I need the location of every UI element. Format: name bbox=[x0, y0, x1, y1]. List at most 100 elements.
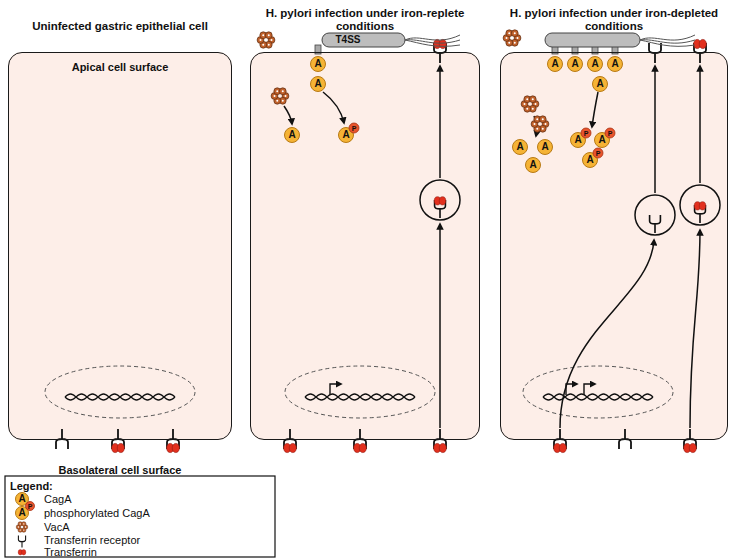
trafficking-arrow bbox=[323, 92, 344, 123]
nucleus-outline bbox=[45, 366, 195, 418]
vaca-subunit-dot bbox=[545, 123, 547, 125]
vaca-subunit-dot bbox=[276, 90, 278, 92]
vaca-subunit-dot bbox=[535, 103, 537, 105]
transferrin-receptor-group bbox=[167, 429, 180, 453]
cell-box: Uninfected gastric epithelial cell bbox=[8, 52, 232, 440]
vaca-toxin bbox=[257, 32, 275, 48]
transcription-arrow bbox=[330, 384, 341, 395]
vaca-toxin bbox=[271, 88, 289, 104]
transferrin bbox=[289, 443, 296, 452]
transcription-arrow bbox=[566, 384, 577, 395]
h-pylori-bacterium bbox=[545, 33, 640, 47]
vaca-subunit-dot bbox=[262, 34, 264, 36]
vaca-toxin bbox=[531, 116, 549, 132]
caga-letter: A bbox=[288, 130, 295, 140]
caga-letter: A bbox=[551, 59, 558, 69]
transferrin bbox=[172, 443, 179, 452]
flagellum bbox=[405, 35, 460, 40]
vaca-toxin bbox=[16, 522, 28, 533]
vaca-subunit-dot bbox=[20, 523, 21, 524]
phosphate-group bbox=[26, 502, 35, 511]
trafficking-arrow bbox=[690, 230, 700, 428]
vaca-subunit bbox=[22, 522, 26, 526]
legend-entry: Transferrin receptor bbox=[44, 534, 140, 546]
transferrin-receptor bbox=[619, 429, 631, 449]
caga-letter: A bbox=[611, 59, 618, 69]
flagellum bbox=[640, 40, 695, 46]
nucleus-outline bbox=[523, 366, 673, 418]
caga-protein bbox=[285, 128, 300, 143]
trafficking-arrow bbox=[592, 92, 598, 127]
cell-cytoplasm bbox=[8, 52, 232, 440]
panel-title: H. pylori infection under iron-depleted … bbox=[501, 7, 727, 33]
vaca-subunit-dot bbox=[282, 100, 284, 102]
panel-title: H. pylori infection under iron-replete c… bbox=[251, 7, 479, 33]
caga-letter: A bbox=[529, 160, 536, 170]
caga-protein bbox=[513, 140, 528, 155]
transferrin-receptor-group bbox=[284, 429, 297, 453]
phosphate-group bbox=[593, 148, 603, 158]
transferrin-receptor-group bbox=[18, 536, 25, 548]
dna-strand bbox=[305, 394, 415, 400]
legend-entry: phosphorylated CagA bbox=[44, 507, 150, 519]
dna-strand bbox=[305, 394, 415, 400]
legend-heading: Legend: bbox=[10, 481, 53, 492]
trafficking-arrow bbox=[654, 66, 656, 193]
vaca-subunit-dot bbox=[532, 108, 534, 110]
transferrin-receptor-group bbox=[112, 429, 125, 453]
caga-letter: A bbox=[314, 79, 321, 89]
vaca-toxin bbox=[503, 30, 521, 46]
transferrin-receptor bbox=[18, 536, 25, 548]
vaca-subunit-dot bbox=[25, 526, 26, 527]
caga-letter: A bbox=[591, 59, 598, 69]
caga-protein bbox=[311, 77, 326, 92]
vaca-subunit bbox=[279, 88, 286, 95]
transferrin-receptor-group bbox=[650, 215, 661, 233]
transferrin-receptor-group bbox=[554, 429, 567, 453]
vaca-subunit-dot bbox=[526, 108, 528, 110]
vaca-subunit-dot bbox=[262, 44, 264, 46]
transferrin bbox=[359, 443, 366, 452]
trafficking-arrow bbox=[560, 240, 654, 428]
flagellum bbox=[640, 35, 695, 40]
trafficking-arrow bbox=[439, 66, 441, 178]
vaca-subunit-dot bbox=[532, 98, 534, 100]
transferrin-icon bbox=[18, 549, 26, 555]
caga-letter: A bbox=[596, 79, 603, 89]
transferrin-receptor-group bbox=[694, 202, 706, 223]
transferrin bbox=[439, 39, 446, 48]
vaca-subunit-dot bbox=[514, 32, 516, 34]
vaca-subunit-dot bbox=[23, 529, 24, 530]
flagellum bbox=[405, 40, 460, 46]
transferrin-receptor bbox=[650, 215, 661, 233]
legend-box bbox=[5, 476, 275, 557]
caga-letter: A bbox=[314, 59, 321, 69]
dna-strand bbox=[543, 394, 653, 400]
transferrin bbox=[117, 443, 124, 452]
secretion-system-label: T4SS bbox=[335, 35, 360, 45]
transferrin-receptor-group bbox=[619, 429, 631, 449]
vaca-subunit-dot bbox=[536, 118, 538, 120]
vaca-subunit-dot bbox=[534, 123, 536, 125]
vaca-subunit bbox=[265, 32, 272, 39]
vaca-subunit-dot bbox=[268, 34, 270, 36]
vaca-subunit-dot bbox=[508, 42, 510, 44]
caga-protein bbox=[538, 140, 553, 155]
caga-protein bbox=[526, 158, 541, 173]
illustration-group bbox=[5, 30, 728, 557]
caga-letter: A bbox=[574, 135, 581, 145]
vaca-subunit-dot bbox=[524, 103, 526, 105]
vaca-toxin bbox=[521, 96, 539, 112]
caga-letter: A bbox=[516, 142, 523, 152]
caga-letter: A bbox=[598, 135, 605, 145]
vaca-subunit-dot bbox=[282, 90, 284, 92]
transferrin bbox=[439, 197, 445, 205]
transferrin-receptor-group bbox=[56, 429, 68, 449]
h-pylori-bacterium bbox=[322, 33, 405, 47]
vaca-subunit-dot bbox=[542, 128, 544, 130]
transferrin-receptor-group bbox=[434, 197, 446, 218]
vaca-subunit-dot bbox=[276, 100, 278, 102]
vaca-subunit-dot bbox=[18, 526, 19, 527]
transferrin-receptor-group bbox=[434, 429, 447, 453]
